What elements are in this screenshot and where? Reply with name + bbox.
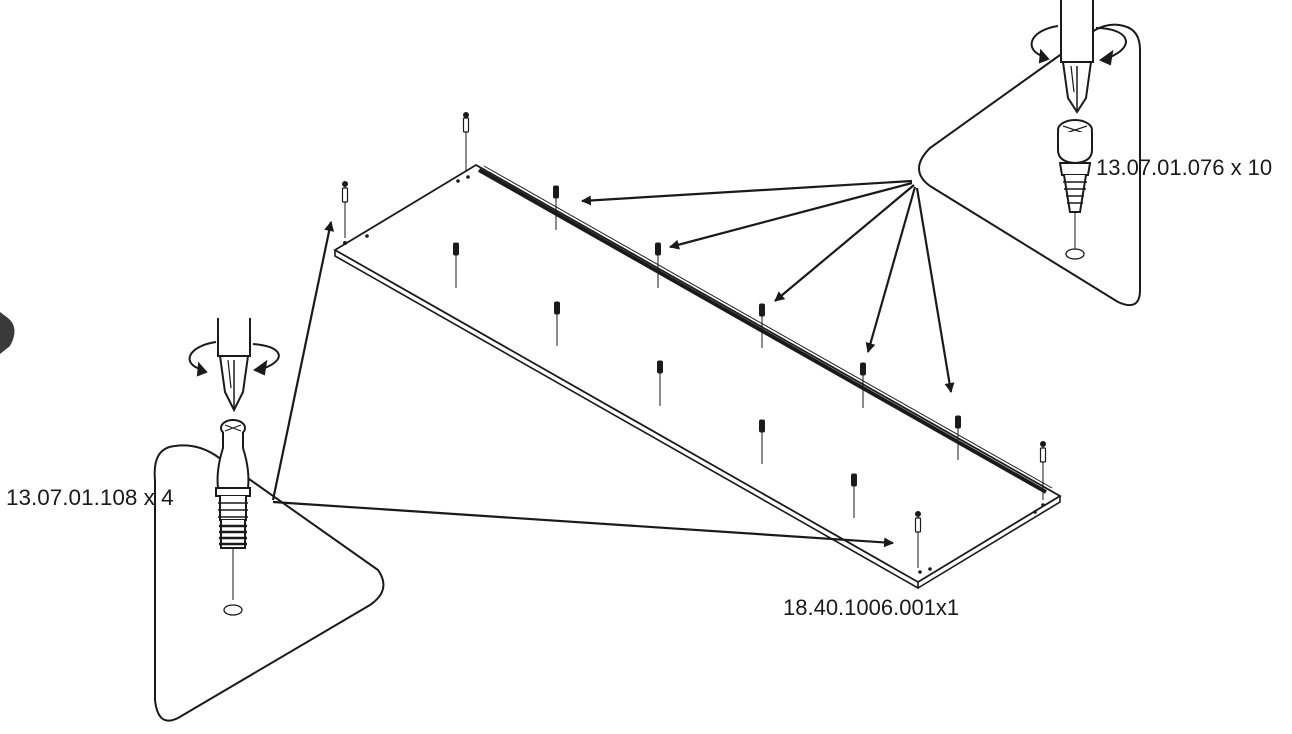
cam-bolt-icon <box>1039 441 1047 500</box>
callout-top-right <box>918 23 1141 306</box>
part-label-top-right: 13.07.01.076 x 10 <box>1096 155 1273 180</box>
screwdriver-icon <box>1060 0 1094 114</box>
rotation-arrow-icon <box>188 341 280 377</box>
screw-icon <box>657 360 663 406</box>
screw-icon <box>851 473 857 518</box>
screw-icon <box>453 242 459 288</box>
cam-bolt-icon <box>462 112 470 172</box>
callout-arrows-top-right <box>581 179 955 393</box>
part-label-left: 13.07.01.108 x 4 <box>6 485 174 510</box>
cam-bolt-icon <box>1057 119 1093 260</box>
screw-icon <box>759 303 765 348</box>
nav-tab-icon[interactable] <box>0 312 15 354</box>
callout-left <box>153 444 385 722</box>
screw-icon <box>860 362 866 408</box>
screw-icon <box>554 301 560 346</box>
panel-screws <box>453 185 961 518</box>
panel <box>333 163 1062 590</box>
corner-bolts <box>341 112 1047 568</box>
cam-bolt-icon <box>215 419 251 616</box>
rotation-arrow-icon <box>1030 25 1127 66</box>
part-label-panel: 18.40.1006.001x1 <box>783 595 960 620</box>
screw-icon <box>553 185 559 230</box>
callout-arrows-left <box>271 221 894 548</box>
screwdriver-icon <box>217 318 251 413</box>
screw-icon <box>759 419 765 464</box>
cam-bolt-icon <box>341 181 349 238</box>
cam-bolt-icon <box>914 511 922 568</box>
screw-icon <box>955 415 961 460</box>
screw-icon <box>655 242 661 288</box>
